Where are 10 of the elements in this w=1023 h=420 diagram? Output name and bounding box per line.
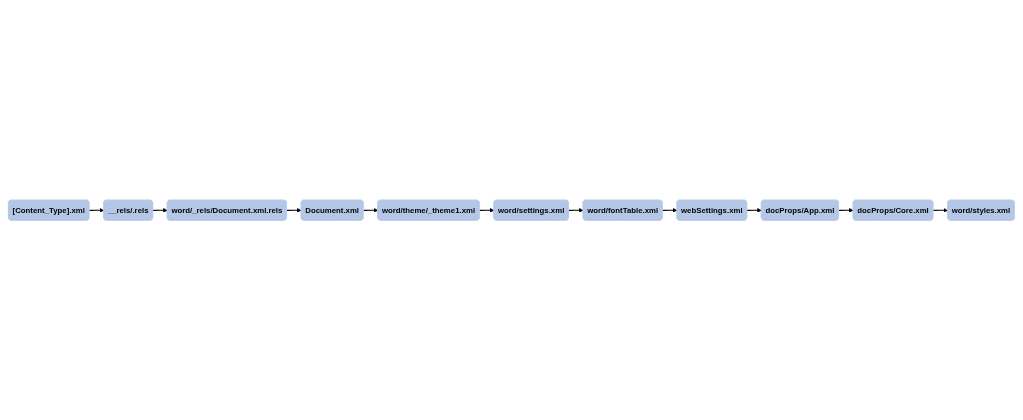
arrow	[568, 207, 584, 213]
arrow	[838, 207, 854, 213]
arrow	[286, 207, 302, 213]
arrow	[88, 207, 105, 213]
arrow	[363, 207, 379, 213]
arrow	[746, 207, 762, 213]
arrow	[479, 207, 495, 213]
arrow	[932, 207, 949, 213]
arrow	[662, 207, 678, 213]
arrow	[152, 207, 168, 213]
